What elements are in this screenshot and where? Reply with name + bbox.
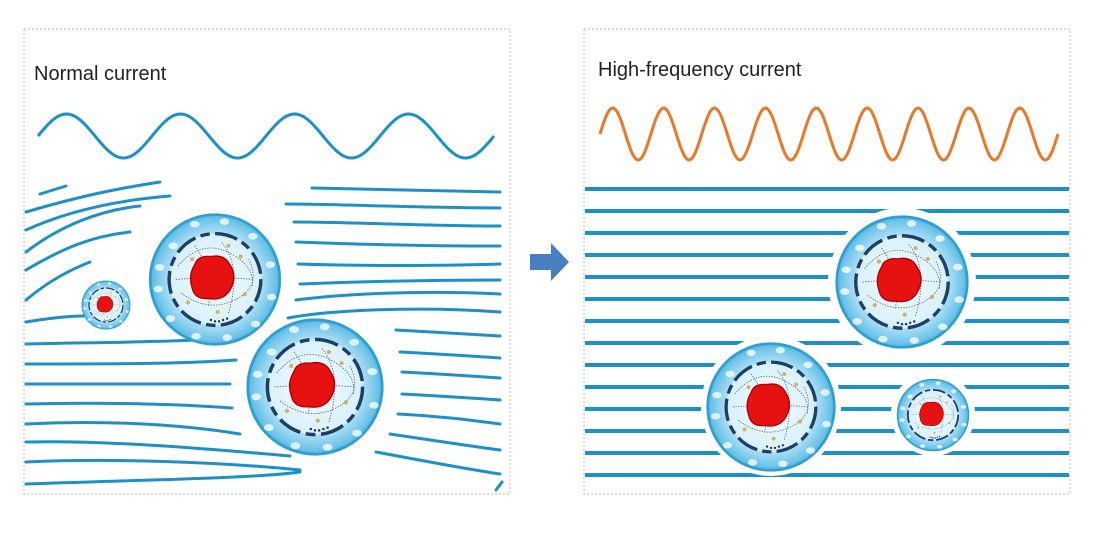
panel-normal-current: Normal current	[23, 28, 511, 495]
cell-icon	[150, 215, 280, 345]
field-line	[292, 220, 502, 228]
normal-current-wave	[36, 112, 496, 160]
field-line	[298, 278, 502, 286]
panel-high-frequency-current-border	[583, 28, 1071, 495]
field-line	[400, 392, 502, 402]
field-line	[398, 350, 502, 360]
field-line	[24, 458, 302, 472]
field-line	[400, 370, 502, 380]
field-line	[294, 240, 502, 248]
field-lines-normal	[24, 180, 504, 492]
right-arrow-icon	[530, 243, 569, 281]
field-line	[24, 194, 172, 232]
field-line	[310, 186, 502, 194]
cell-icon	[896, 378, 970, 452]
field-line	[24, 420, 242, 436]
field-line	[388, 432, 502, 452]
field-line	[284, 202, 502, 210]
field-line	[296, 262, 502, 267]
field-line	[494, 480, 504, 492]
field-line	[38, 184, 68, 196]
field-line	[374, 450, 502, 476]
field-line	[24, 358, 238, 366]
field-line	[294, 290, 502, 302]
cell-icon	[248, 320, 382, 454]
field-line	[24, 230, 132, 272]
cell-icon	[705, 341, 837, 473]
field-line	[24, 440, 292, 458]
panel-normal-current-border	[23, 28, 511, 495]
cell-icon	[81, 280, 131, 330]
panel-high-frequency-current: High-frequency current	[583, 28, 1071, 495]
field-line	[396, 412, 502, 426]
field-line	[24, 260, 92, 302]
field-line	[394, 328, 502, 338]
panel-high-frequency-current-title: High-frequency current	[598, 59, 802, 81]
cell-icon	[835, 215, 969, 349]
field-line	[286, 307, 502, 320]
field-line	[24, 470, 302, 486]
panel-normal-current-title: Normal current	[34, 63, 167, 85]
high-frequency-current-wave	[598, 106, 1060, 162]
field-line	[24, 204, 142, 254]
field-line	[24, 401, 234, 410]
field-line	[24, 314, 86, 324]
field-line	[24, 180, 162, 214]
